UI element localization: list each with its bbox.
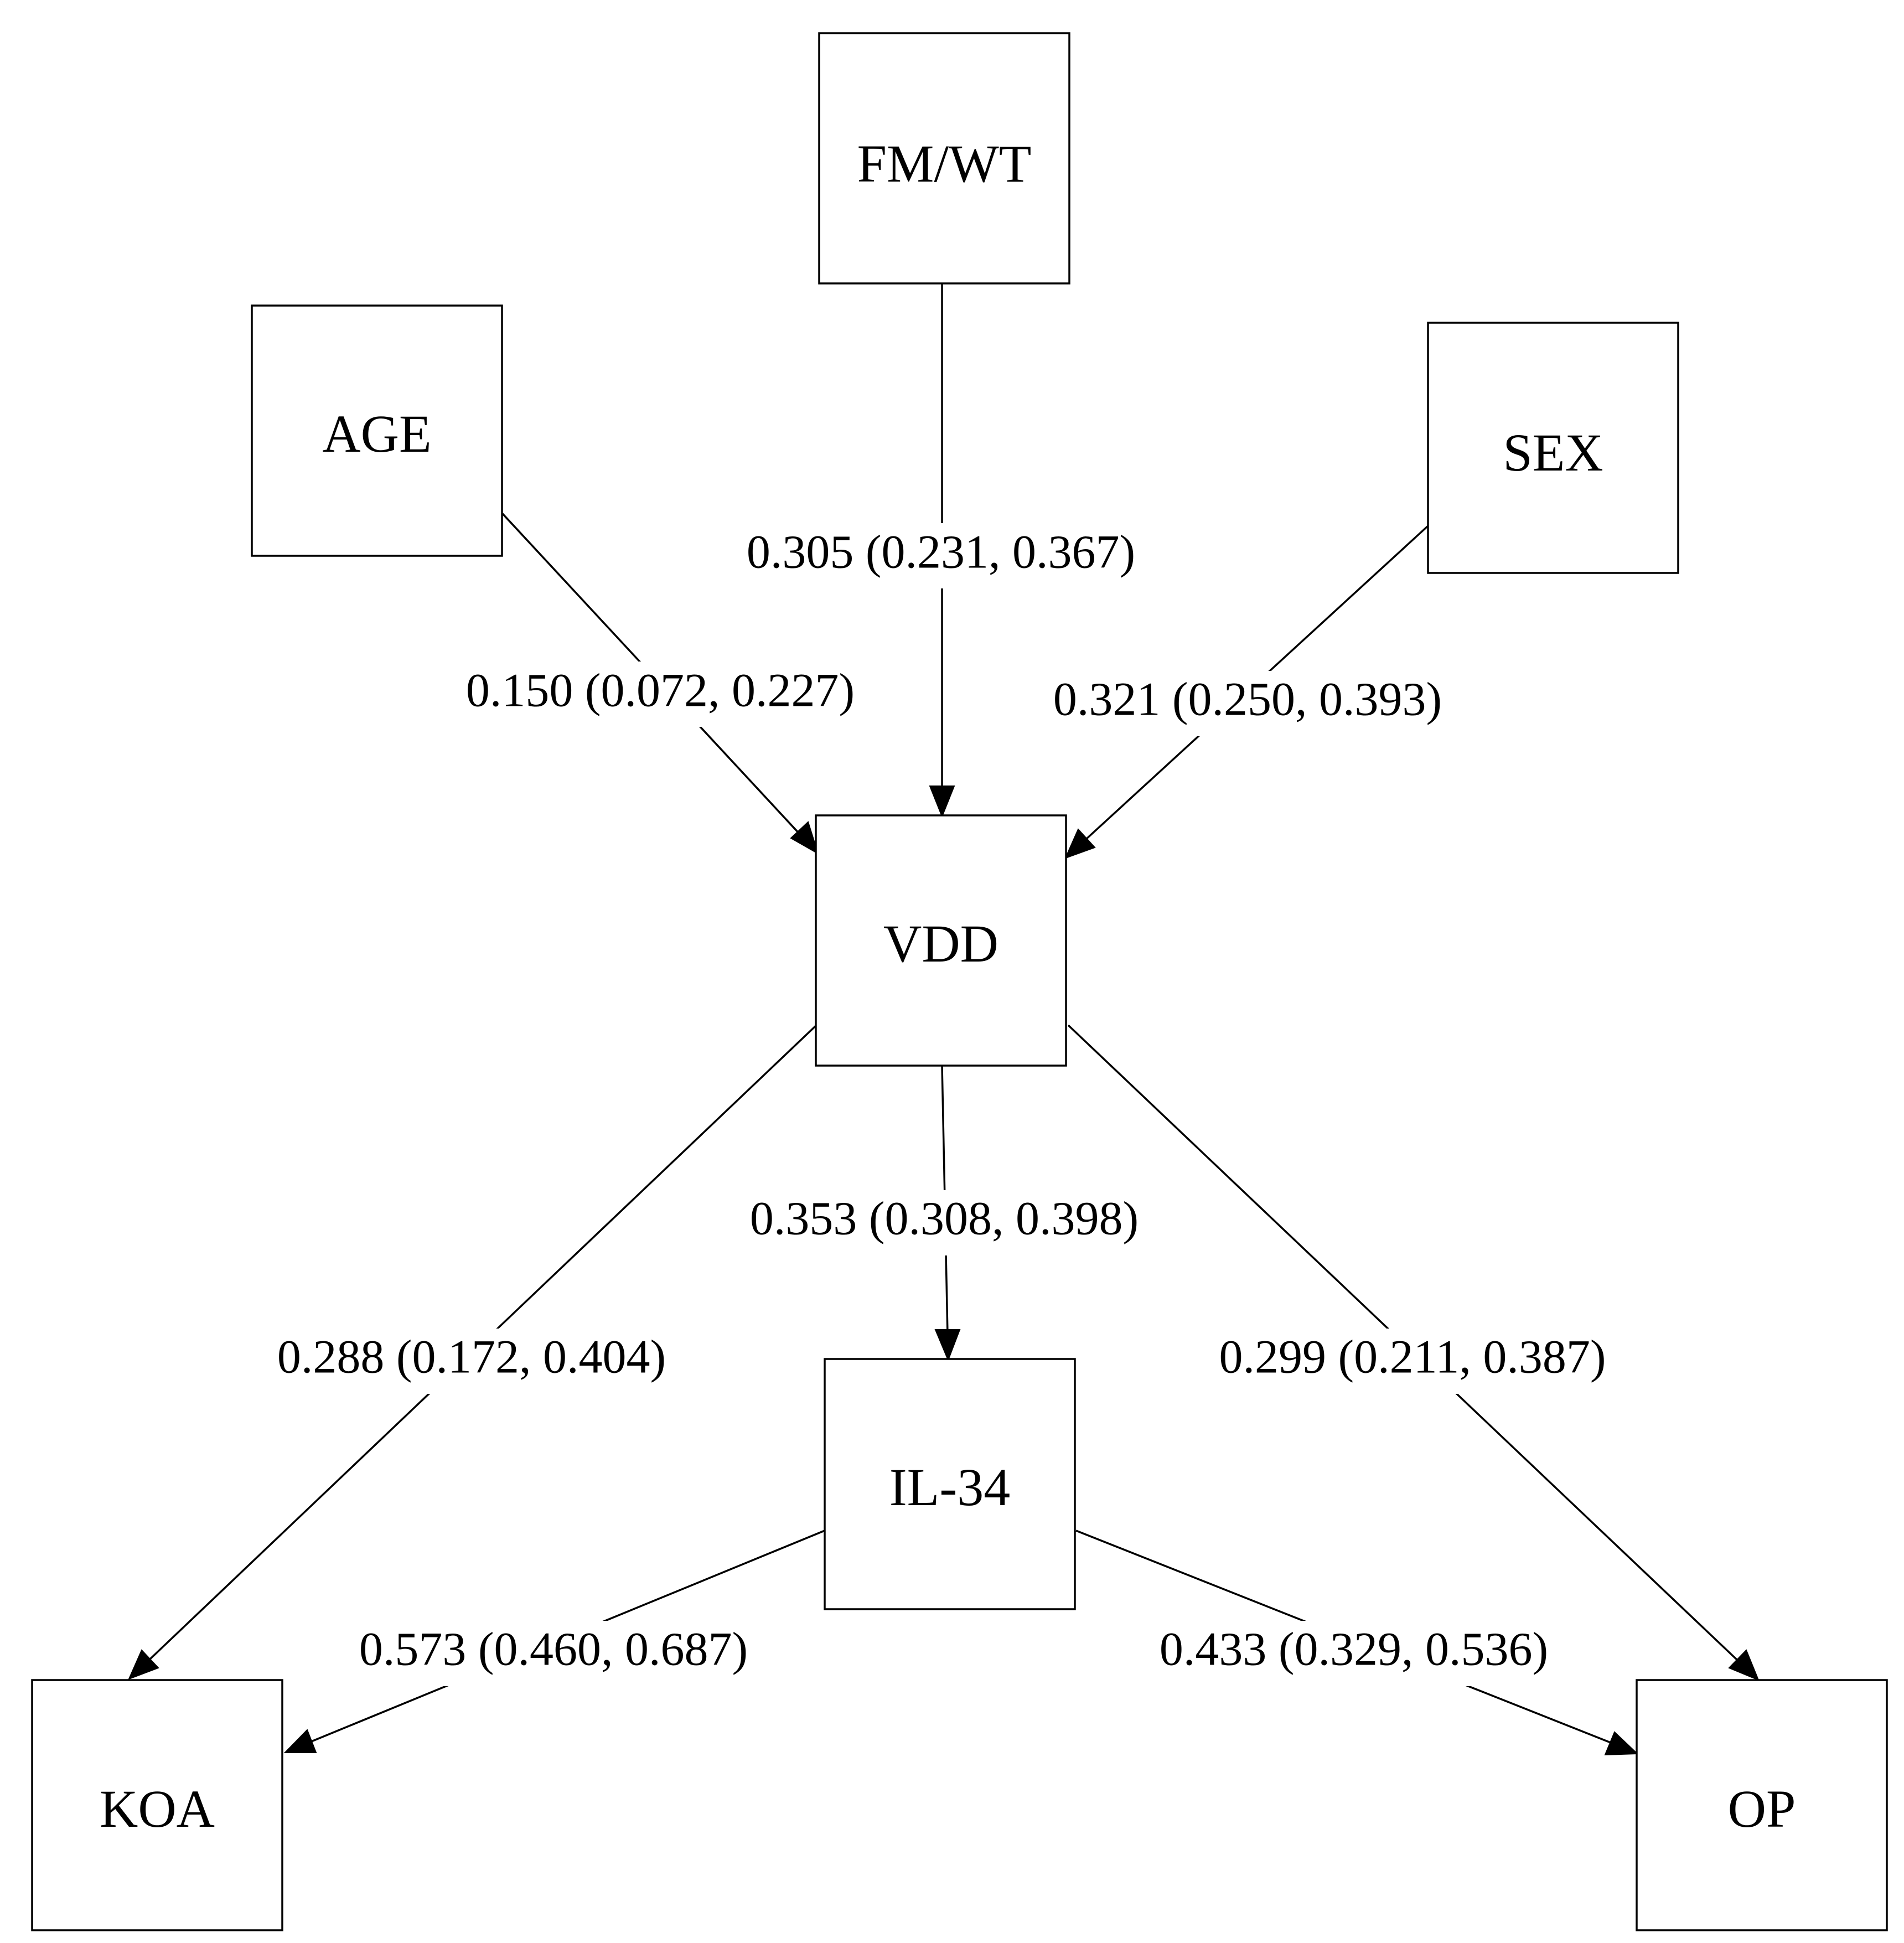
node-vdd-label: VDD xyxy=(883,914,998,973)
edge-vdd-il34-label: 0.353 (0.308, 0.398) xyxy=(750,1192,1139,1245)
node-fmwt-box xyxy=(818,32,1070,285)
node-vdd-box xyxy=(815,814,1067,1067)
edge-fmwt-vdd-arrowhead xyxy=(929,786,955,818)
edge-fmwt-vdd-label: 0.305 (0.231, 0.367) xyxy=(747,525,1135,578)
edge-vdd-il34-arrowhead xyxy=(934,1329,961,1362)
edge-vdd-op-label: 0.299 (0.211, 0.387) xyxy=(1219,1330,1606,1383)
node-sex-label: SEX xyxy=(1503,423,1603,482)
edge-age-vdd-arrowhead xyxy=(790,821,819,855)
edge-il34-op-arrowhead xyxy=(1604,1731,1639,1756)
node-il34-label: IL-34 xyxy=(889,1458,1011,1517)
node-age-label: AGE xyxy=(322,404,431,463)
node-koa-label: KOA xyxy=(100,1779,215,1838)
node-koa: KOA xyxy=(31,1679,283,1931)
edge-il34-op-label: 0.433 (0.329, 0.536) xyxy=(1160,1622,1548,1676)
edge-il34-koa-label: 0.573 (0.460, 0.687) xyxy=(359,1622,748,1676)
node-sex-box xyxy=(1427,322,1679,574)
node-sex: SEX xyxy=(1427,322,1679,574)
edge-sex-vdd-arrowhead xyxy=(1064,828,1096,859)
node-fmwt: FM/WT xyxy=(818,32,1070,285)
edge-il34-koa-arrowhead xyxy=(283,1729,317,1753)
node-fmwt-label: FM/WT xyxy=(857,134,1032,193)
node-koa-box xyxy=(31,1679,283,1931)
edge-age-vdd-label: 0.150 (0.072, 0.227) xyxy=(466,664,855,717)
node-il34: IL-34 xyxy=(824,1358,1076,1610)
node-op-box xyxy=(1636,1679,1888,1931)
edge-labels: 0.305 (0.231, 0.367) 0.150 (0.072, 0.227… xyxy=(242,523,1643,1686)
node-il34-box xyxy=(824,1358,1076,1610)
edge-sex-vdd-label: 0.321 (0.250, 0.393) xyxy=(1053,673,1442,726)
node-age: AGE xyxy=(251,304,503,557)
node-age-box xyxy=(251,304,503,557)
node-op: OP xyxy=(1636,1679,1888,1931)
edge-vdd-op-arrowhead xyxy=(1728,1649,1760,1681)
edge-vdd-koa-arrowhead xyxy=(128,1649,159,1680)
edge-vdd-koa-label: 0.288 (0.172, 0.404) xyxy=(277,1330,666,1383)
node-op-label: OP xyxy=(1728,1779,1796,1838)
node-vdd: VDD xyxy=(815,814,1067,1067)
